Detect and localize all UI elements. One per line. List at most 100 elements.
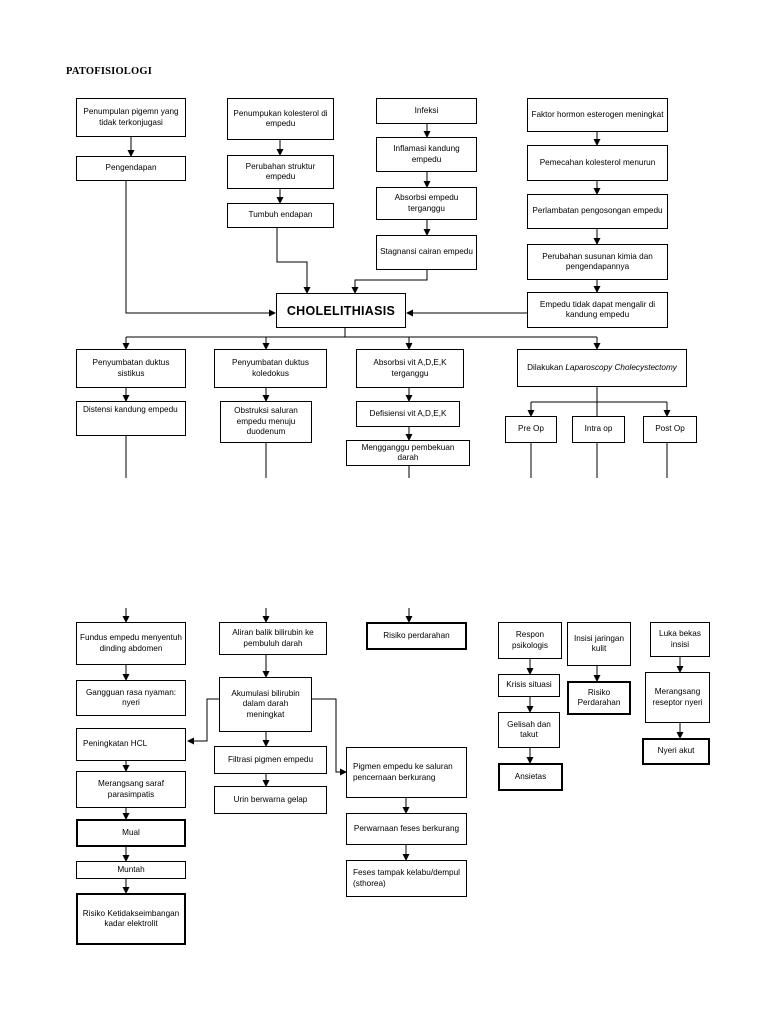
box-pengendapan: Pengendapan xyxy=(76,156,186,181)
box-tumbuh-endapan: Tumbuh endapan xyxy=(227,203,334,228)
box-label-prefix: Dilakukan xyxy=(527,362,566,372)
box-label: Merangsang saraf parasimpatis xyxy=(98,779,164,799)
box-label: Infeksi xyxy=(414,105,439,115)
box-feses-kelabu: Feses tampak kelabu/dempul (sthorea) xyxy=(346,860,467,897)
box-risiko-perdarahan: Risiko perdarahan xyxy=(366,622,467,650)
box-respon-psikologis: Respon psikologis xyxy=(498,622,562,659)
box-label: Risiko Perdarahan xyxy=(577,687,621,708)
box-label: Absorbsi empedu terganggu xyxy=(394,193,459,213)
box-label-italic: Laparoscopy Cholecystectomy xyxy=(565,362,677,372)
box-label: Peningkatan HCL xyxy=(83,739,148,749)
box-perwarnaan-feses: Perwarnaan feses berkurang xyxy=(346,813,467,845)
box-filtrasi: Filtrasi pigmen empedu xyxy=(214,746,327,774)
box-mengganggu-pembekuan: Mengganggu pembekuan darah xyxy=(346,440,470,466)
box-label: Perlambatan pengosongan empedu xyxy=(532,206,663,216)
box-luka-bekas-insisi: Luka bekas insisi xyxy=(650,622,710,657)
box-label: Mengganggu pembekuan darah xyxy=(361,442,455,463)
box-label: Merangsang reseptor nyeri xyxy=(652,687,703,707)
box-cholelithiasis: CHOLELITHIASIS xyxy=(276,293,406,328)
box-penumpukan-kolesterol: Penumpukan kolesterol di empedu xyxy=(227,98,334,140)
box-faktor-hormon: Faktor hormon esterogen meningkat xyxy=(527,98,668,132)
box-merangsang-saraf: Merangsang saraf parasimpatis xyxy=(76,771,186,808)
box-label: Nyeri akut xyxy=(657,746,695,756)
box-label: Penumpulan pigemn yang tidak terkonjugas… xyxy=(83,107,179,127)
box-label: Feses tampak kelabu/dempul (sthorea) xyxy=(353,868,460,888)
box-label: Stagnansi cairan empedu xyxy=(380,247,473,257)
box-label: Post Op xyxy=(655,424,685,434)
box-ansietas: Ansietas xyxy=(498,763,563,791)
box-penyumbatan-koledokus: Penyumbatan duktus koledokus xyxy=(214,349,327,388)
box-perlambatan: Perlambatan pengosongan empedu xyxy=(527,194,668,229)
box-risiko-perdarahan-intraop: Risiko Perdarahan xyxy=(567,681,631,715)
box-label: Pengendapan xyxy=(105,163,157,173)
box-label: Absorbsi vit A,D,E,K terganggu xyxy=(373,358,447,378)
box-penyumbatan-sistikus: Penyumbatan duktus sistikus xyxy=(76,349,186,388)
box-label: Distensi kandung empedu xyxy=(83,405,178,414)
box-label: Penyumbatan duktus koledokus xyxy=(232,358,309,378)
box-obstruksi: Obstruksi saluran empedu menuju duodenum xyxy=(220,401,312,443)
box-pigmen-saluran: Pigmen empedu ke saluran pencernaan berk… xyxy=(346,747,467,798)
box-perubahan-susunan: Perubahan susunan kimia dan pengendapann… xyxy=(527,244,668,280)
box-post-op: Post Op xyxy=(643,416,697,443)
box-absorbsi-vit: Absorbsi vit A,D,E,K terganggu xyxy=(356,349,464,388)
box-label: Obstruksi saluran empedu menuju duodenum xyxy=(234,406,298,437)
box-label: Intra op xyxy=(584,424,613,434)
box-penumpukan-pigmen: Penumpulan pigemn yang tidak terkonjugas… xyxy=(76,98,186,137)
box-label: Fundus empedu menyentuh dinding abdomen xyxy=(80,633,182,653)
box-nyeri-akut: Nyeri akut xyxy=(642,738,710,765)
box-label: Respon psikologis xyxy=(512,630,548,650)
box-label: Dilakukan Laparoscopy Cholecystectomy xyxy=(527,363,677,374)
box-stagnansi: Stagnansi cairan empedu xyxy=(376,235,477,270)
box-fundus: Fundus empedu menyentuh dinding abdomen xyxy=(76,622,186,665)
box-muntah: Muntah xyxy=(76,861,186,879)
box-distensi: Distensi kandung empedu xyxy=(76,401,186,436)
box-label: Empedu tidak dapat mengalir di kandung e… xyxy=(539,299,656,320)
box-pre-op: Pre Op xyxy=(505,416,557,443)
box-insisi-jaringan: Insisi jaringan kulit xyxy=(567,622,631,666)
box-label: Ansietas xyxy=(514,771,547,781)
box-peningkatan-hcl: Peningkatan HCL xyxy=(76,728,186,761)
box-laparoscopy: Dilakukan Laparoscopy Cholecystectomy xyxy=(517,349,687,387)
box-label: Perubahan struktur empedu xyxy=(245,161,316,182)
box-label: Penyumbatan duktus sistikus xyxy=(92,358,170,378)
box-label: Risiko Ketidakseimbangan kadar elektroli… xyxy=(82,908,180,929)
box-empedu-tidak-mengalir: Empedu tidak dapat mengalir di kandung e… xyxy=(527,292,668,328)
box-label: Mual xyxy=(122,827,140,837)
box-label: Faktor hormon esterogen meningkat xyxy=(531,109,664,119)
box-label: Filtrasi pigmen empedu xyxy=(227,754,314,764)
box-label: Luka bekas insisi xyxy=(659,629,701,649)
box-label: Perwarnaan feses berkurang xyxy=(353,823,460,833)
box-gangguan-nyaman: Gangguan rasa nyaman: nyeri xyxy=(76,680,186,716)
box-label: Defisiensi vit A,D,E,K xyxy=(369,408,447,418)
box-label: Tumbuh endapan xyxy=(248,210,313,220)
box-label: Pemecahan kolesterol menurun xyxy=(539,157,656,167)
box-akumulasi-bilirubin: Akumulasi bilirubin dalam darah meningka… xyxy=(219,677,312,732)
box-label: Krisis situasi xyxy=(506,680,552,690)
box-intra-op: Intra op xyxy=(572,416,625,443)
box-label: Akumulasi bilirubin dalam darah meningka… xyxy=(231,688,300,719)
box-merangsang-reseptor: Merangsang reseptor nyeri xyxy=(645,672,710,723)
box-absorbsi-empedu: Absorbsi empedu terganggu xyxy=(376,187,477,220)
box-label: CHOLELITHIASIS xyxy=(286,303,396,318)
box-label: Gelisah dan takut xyxy=(507,719,551,740)
box-pemecahan-kolesterol: Pemecahan kolesterol menurun xyxy=(527,145,668,181)
box-mual: Mual xyxy=(76,819,186,847)
box-label: Perubahan susunan kimia dan pengendapann… xyxy=(542,251,653,272)
box-infeksi: Infeksi xyxy=(376,98,477,124)
box-aliran-balik: Aliran balik bilirubin ke pembuluh darah xyxy=(219,622,327,655)
box-perubahan-struktur: Perubahan struktur empedu xyxy=(227,155,334,189)
box-risiko-elektrolit: Risiko Ketidakseimbangan kadar elektroli… xyxy=(76,893,186,945)
box-label: Risiko perdarahan xyxy=(383,630,450,640)
box-label: Pigmen empedu ke saluran pencernaan berk… xyxy=(353,762,453,782)
page-title: PATOFISIOLOGI xyxy=(66,66,153,77)
box-label: Insisi jaringan kulit xyxy=(573,633,625,654)
box-label: Urin berwarna gelap xyxy=(233,794,308,804)
box-gelisah-takut: Gelisah dan takut xyxy=(498,712,560,748)
box-label: Muntah xyxy=(117,864,145,874)
box-label: Aliran balik bilirubin ke pembuluh darah xyxy=(232,628,314,648)
box-label: Inflamasi kandung empedu xyxy=(393,144,460,164)
box-label: Pre Op xyxy=(518,424,544,434)
box-inflamasi: Inflamasi kandung empedu xyxy=(376,137,477,172)
box-urin-gelap: Urin berwarna gelap xyxy=(214,786,327,814)
